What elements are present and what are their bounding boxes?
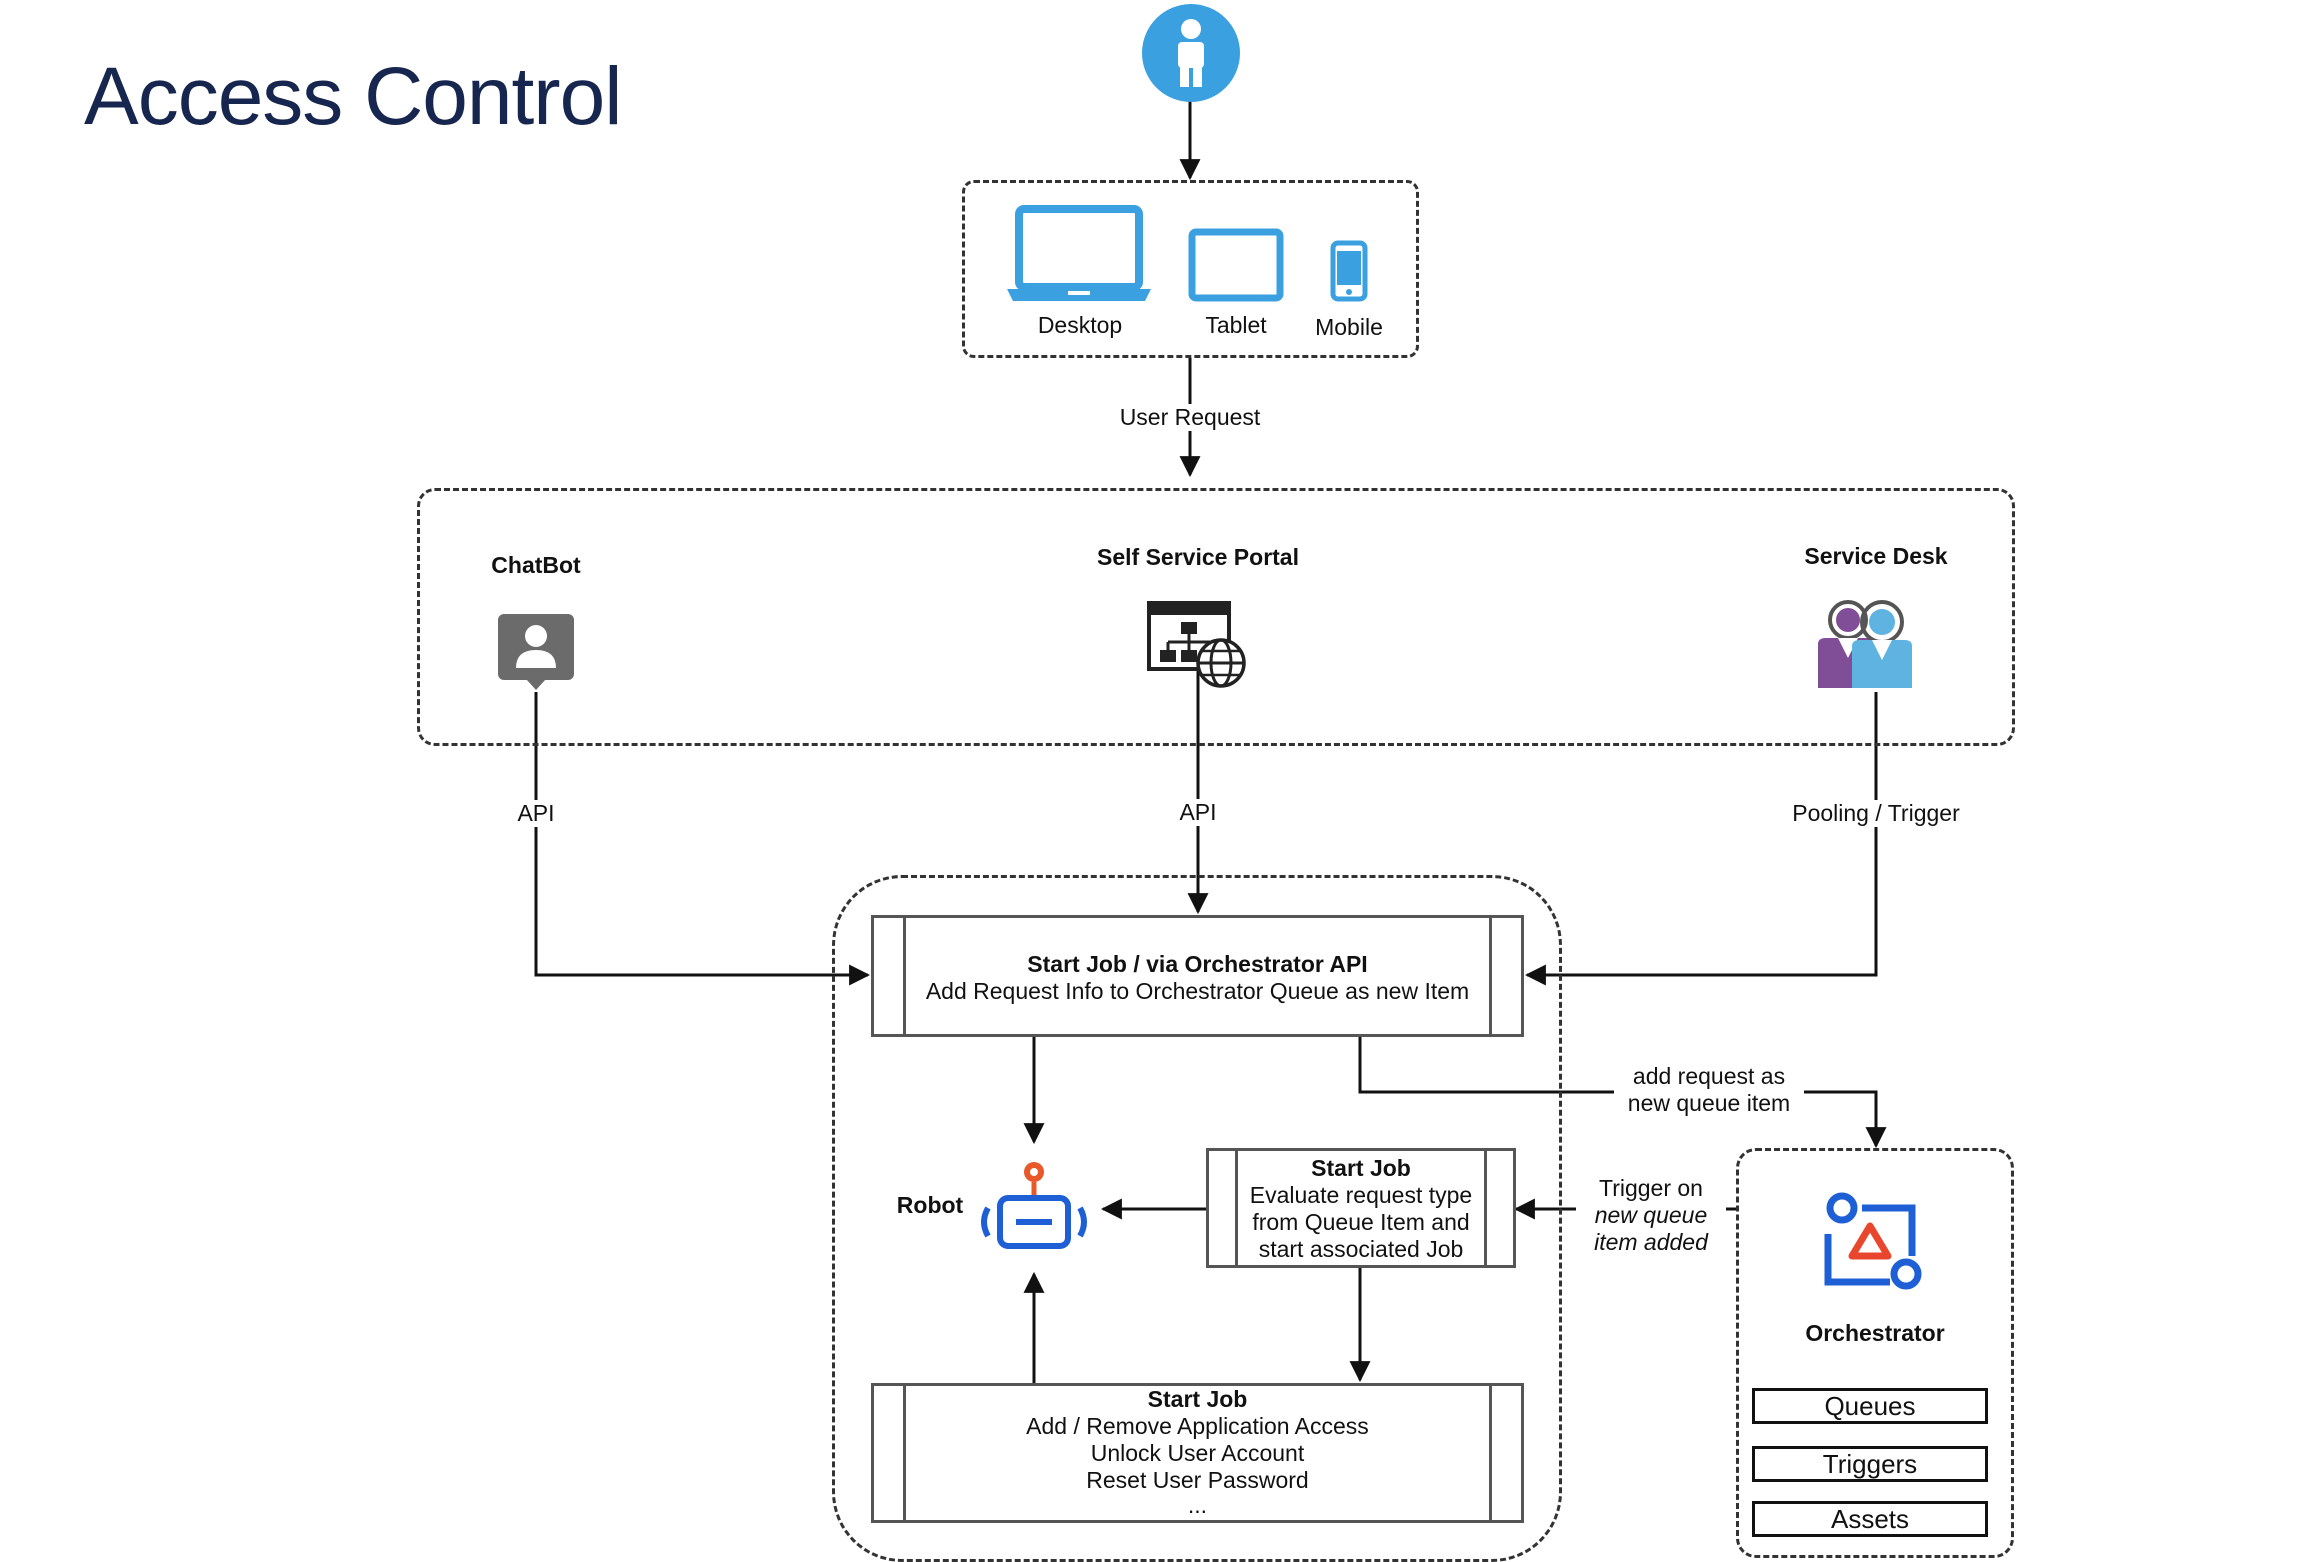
orchestrator-triggers: Triggers	[1752, 1446, 1988, 1482]
actions-line1: Add / Remove Application Access	[1026, 1413, 1369, 1439]
evaluate-line3: start associated Job	[1258, 1236, 1464, 1262]
portal-icon	[1146, 600, 1250, 697]
orchestrator-assets: Assets	[1752, 1501, 1988, 1537]
channels-group	[417, 488, 2015, 746]
user-request-label: User Request	[1110, 404, 1270, 431]
pooling-trigger-label: Pooling / Trigger	[1786, 800, 1966, 827]
evaluate-title: Start Job	[1311, 1155, 1411, 1181]
portal-label: Self Service Portal	[1097, 544, 1299, 570]
orchestrator-icon	[1818, 1190, 1922, 1299]
service-desk-label: Service Desk	[1804, 543, 1948, 569]
add-request-line2: new queue item	[1627, 1090, 1791, 1116]
devices-group	[962, 180, 1419, 358]
evaluate-line1: Evaluate request type	[1249, 1182, 1473, 1208]
api-chatbot-label: API	[506, 800, 566, 827]
mobile-label: Mobile	[1315, 314, 1383, 340]
api-job-line1: Add Request Info to Orchestrator Queue a…	[925, 978, 1470, 1004]
robot-icon	[974, 1158, 1094, 1259]
tablet-icon	[1188, 228, 1284, 307]
desktop-icon	[1005, 205, 1155, 306]
api-job-title: Start Job / via Orchestrator API	[1027, 951, 1368, 977]
evaluate-line2: from Queue Item and	[1252, 1209, 1470, 1235]
arrow-chatbot-to-api-job	[534, 692, 871, 986]
orchestrator-label: Orchestrator	[1805, 1320, 1945, 1346]
mobile-icon	[1330, 240, 1368, 307]
orchestrator-queues: Queues	[1752, 1388, 1988, 1424]
desktop-label: Desktop	[1037, 312, 1123, 338]
chatbot-icon	[496, 612, 576, 697]
trigger-label: Trigger on new queue item added	[1576, 1175, 1726, 1256]
arrow-desk-to-api-job	[1524, 692, 1878, 986]
chatbot-label: ChatBot	[491, 552, 581, 578]
evaluate-process: Start Job Evaluate request type from Que…	[1206, 1148, 1516, 1268]
service-desk-icon	[1812, 598, 1916, 695]
add-request-line1: add request as	[1632, 1063, 1786, 1089]
page-title: Access Control	[84, 51, 622, 142]
orchestrator-group	[1736, 1148, 2014, 1558]
trigger-line2: new queue	[1594, 1202, 1708, 1228]
actions-line2: Unlock User Account	[1090, 1440, 1305, 1466]
trigger-line3: item added	[1594, 1229, 1708, 1255]
actions-process: Start Job Add / Remove Application Acces…	[871, 1383, 1524, 1523]
api-portal-label: API	[1168, 799, 1228, 826]
api-job-process: Start Job / via Orchestrator API Add Req…	[871, 915, 1524, 1037]
actions-line4: ...	[1187, 1492, 1208, 1518]
actions-line3: Reset User Password	[1086, 1467, 1309, 1493]
user-icon	[1141, 3, 1241, 103]
actions-title: Start Job	[1147, 1386, 1248, 1412]
tablet-label: Tablet	[1205, 312, 1267, 338]
add-request-label: add request as new queue item	[1614, 1063, 1804, 1117]
trigger-line1: Trigger on	[1599, 1175, 1703, 1201]
robot-label: Robot	[896, 1192, 964, 1218]
